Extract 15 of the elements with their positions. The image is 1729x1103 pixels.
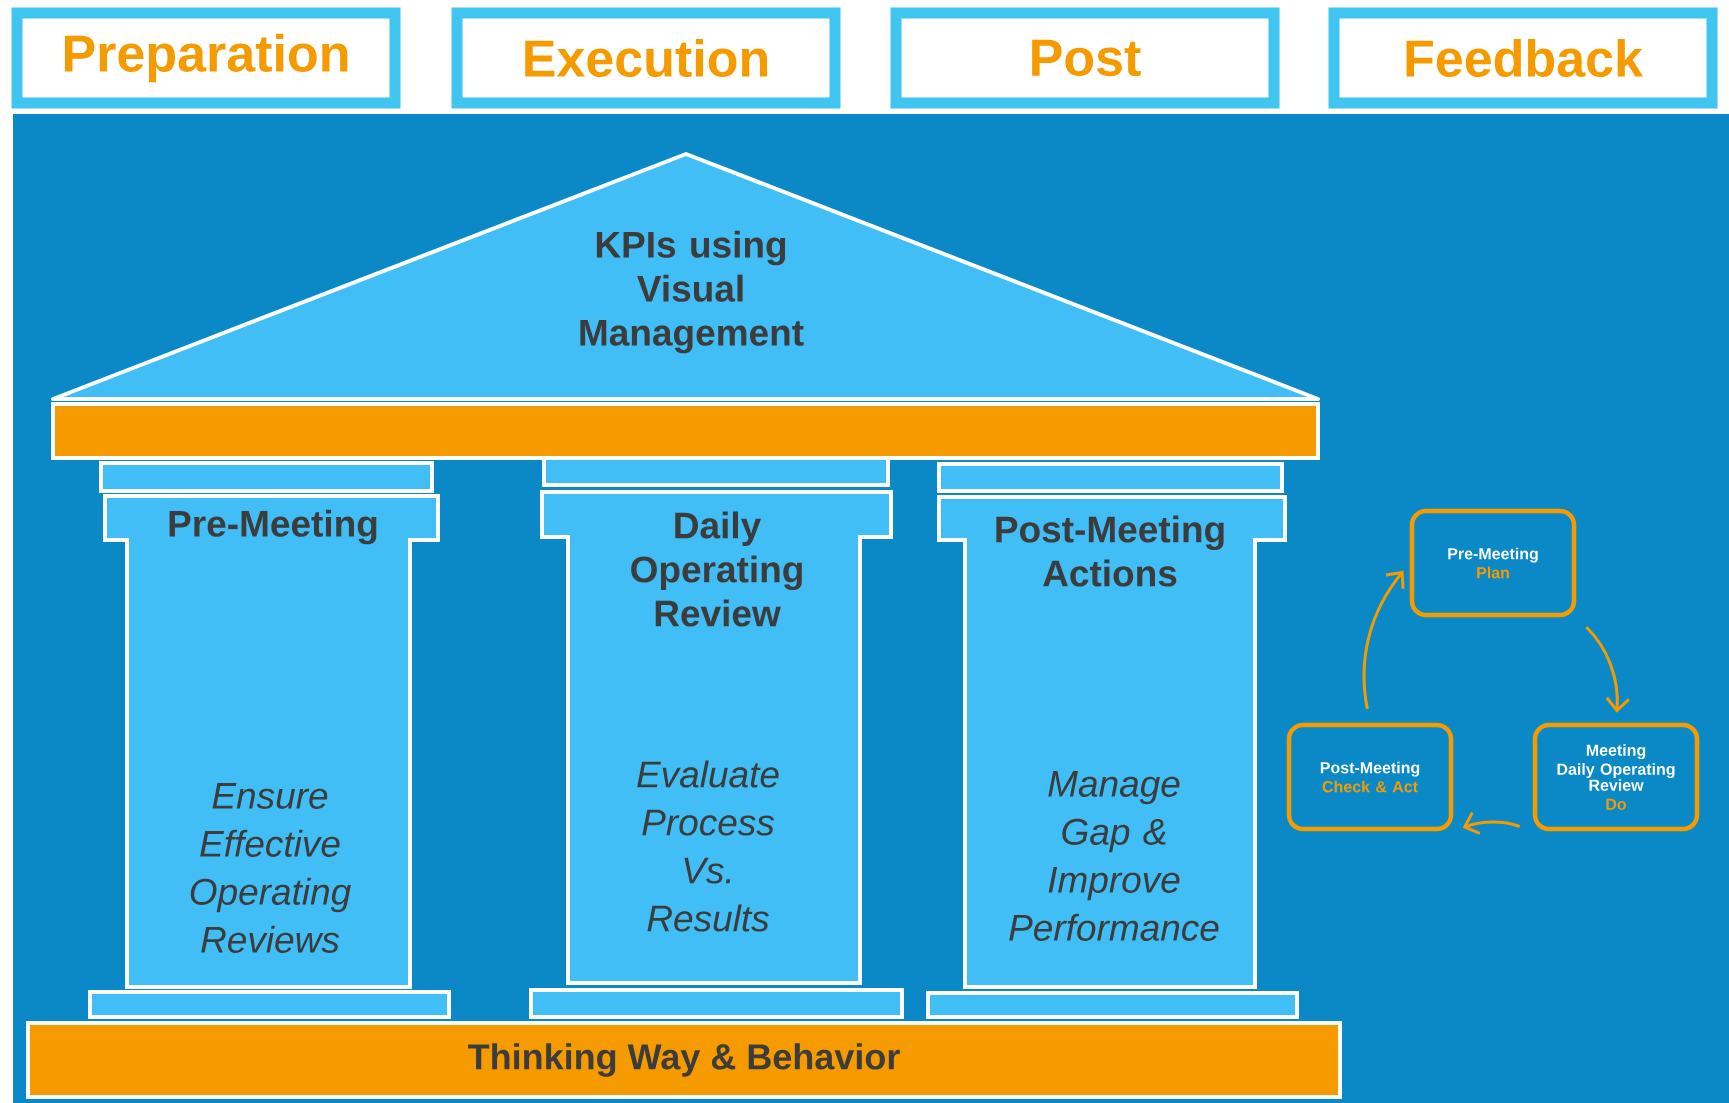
cycle-box: Meeting Daily Operating Review Do [1532,722,1700,832]
foundation-bar: Thinking Way & Behavior [26,1021,1342,1099]
cycle-arrow [1585,626,1630,713]
pillar: Pre-Meeting Ensure Effective Operating Reviews [88,461,451,1019]
cycle-arrow [1362,570,1405,710]
tab-header: Execution [451,7,841,109]
cycle-box: Pre-Meeting Plan [1409,508,1577,618]
cycle-arrow [1462,811,1521,835]
tab-header: Feedback [1328,7,1718,109]
tab-header: Preparation [11,7,401,109]
pillar: Daily Operating Review Evaluate Process Vs. Results [529,456,904,1019]
tab-header: Post [890,7,1280,109]
roof-drawing: KPIs using Visual Management [51,152,1320,460]
pillar: Post-Meeting Actions Manage Gap & Improve Performance [926,462,1299,1019]
cycle-box: Post-Meeting Check & Act [1286,722,1454,832]
